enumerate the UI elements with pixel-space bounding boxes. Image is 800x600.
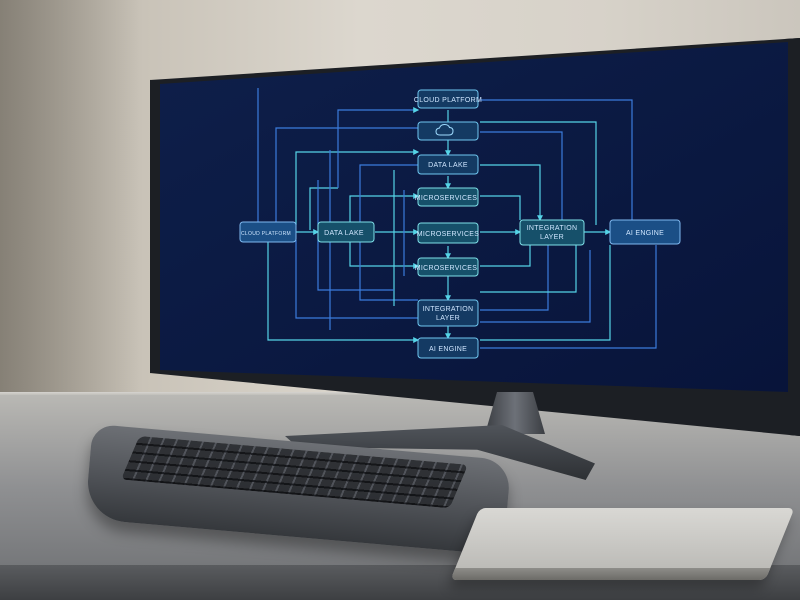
- connection-line: [359, 242, 418, 301]
- notebook: [450, 508, 795, 580]
- connection-line: [359, 164, 418, 222]
- connection-line: [480, 250, 591, 323]
- node-label: LAYER: [436, 315, 460, 322]
- screen-display: [160, 42, 788, 392]
- connection-line: [267, 232, 420, 343]
- connection-line: [349, 193, 420, 222]
- connection-line: [480, 131, 563, 225]
- connection-line: [349, 242, 420, 269]
- connection-line: [480, 164, 543, 222]
- node-microservices-3[interactable]: MICROSERVICES: [415, 257, 479, 277]
- node-label: LAYER: [540, 234, 564, 241]
- node-label: CLOUD PLATFORM: [414, 97, 482, 104]
- connection-line: [480, 245, 611, 341]
- cloud-icon: [435, 123, 454, 136]
- node-label: MICROSERVICES: [415, 195, 478, 202]
- node-data-lake-left[interactable]: DATA LAKE: [317, 221, 375, 243]
- node-cloud-platform-top[interactable]: CLOUD PLATFORM: [414, 89, 482, 109]
- node-label: DATA LAKE: [324, 230, 364, 237]
- node-cloud[interactable]: [417, 121, 479, 141]
- node-label: AI ENGINE: [626, 230, 664, 237]
- node-microservices-2[interactable]: MICROSERVICES: [417, 222, 480, 244]
- connection-line: [480, 245, 531, 267]
- node-label: INTEGRATION: [527, 225, 578, 232]
- notebook-edge: [450, 568, 771, 580]
- connection-line: [275, 127, 418, 222]
- connection-line: [295, 240, 418, 319]
- connection-line: [317, 180, 394, 291]
- node-cloud-platform-left[interactable]: CLOUD PLATFORM: [239, 221, 297, 243]
- node-integration-layer-right[interactable]: INTEGRATION LAYER: [519, 219, 585, 246]
- node-label: MICROSERVICES: [417, 231, 480, 238]
- node-label: INTEGRATION: [423, 306, 474, 313]
- node-label: CLOUD PLATFORM: [241, 231, 291, 237]
- node-data-lake-top[interactable]: DATA LAKE: [417, 154, 479, 175]
- connection-line: [480, 99, 633, 232]
- connection-line: [309, 187, 338, 230]
- connection-line: [480, 245, 549, 311]
- node-integration-layer-bottom[interactable]: INTEGRATION LAYER: [417, 299, 479, 327]
- connection-line: [337, 107, 420, 188]
- node-label: MICROSERVICES: [415, 265, 478, 272]
- diagram-connections: [257, 88, 657, 349]
- connection-line: [295, 149, 420, 225]
- node-label: AI ENGINE: [429, 346, 467, 353]
- connection-line: [480, 245, 657, 349]
- wall-shadow: [0, 0, 140, 420]
- connection-line: [480, 245, 577, 293]
- node-ai-engine-right[interactable]: AI ENGINE: [609, 219, 681, 245]
- node-label: DATA LAKE: [428, 162, 468, 169]
- node-microservices-1[interactable]: MICROSERVICES: [415, 187, 479, 207]
- connection-line: [480, 195, 521, 220]
- connection-line: [480, 121, 597, 225]
- node-ai-engine-bottom[interactable]: AI ENGINE: [417, 337, 479, 359]
